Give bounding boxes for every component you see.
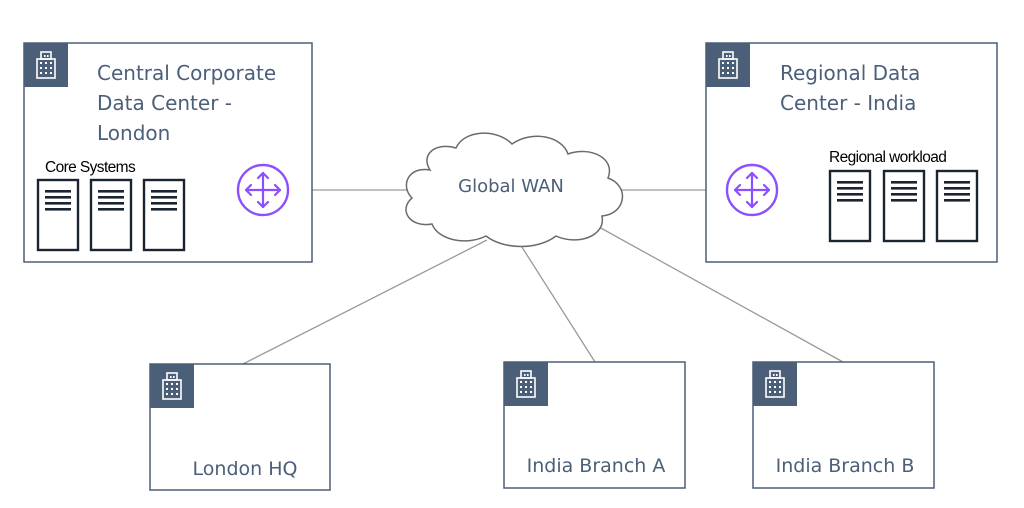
link-wan-london-hq (242, 239, 488, 365)
server-group-label: Regional workload (829, 149, 946, 166)
site-london-data-center: Central Corporate Data Center - London C… (23, 42, 313, 263)
site-label: India Branch B (776, 455, 915, 477)
office-building-icon (149, 363, 195, 409)
link-wan-india-branch-a (519, 243, 596, 363)
server-icon (89, 178, 133, 252)
server-icon (882, 169, 926, 243)
server-group-label: Core Systems (45, 159, 136, 176)
svg-text:Central Corporate Data C: Central Corporate Data Center - London (97, 61, 283, 145)
site-title-line: London (97, 121, 170, 145)
router-icon (725, 163, 779, 217)
office-building-icon (752, 361, 798, 407)
server-icon (36, 178, 80, 252)
site-india-data-center: Regional Data Center - India Regional wo… (705, 42, 998, 263)
site-india-branch-a: India Branch A (503, 361, 686, 489)
site-title-line: Center - India (780, 91, 916, 115)
site-india-branch-b: India Branch B (752, 361, 935, 489)
site-london-hq: London HQ (149, 363, 331, 491)
site-label: India Branch A (527, 455, 666, 477)
global-wan: Global WAN (405, 132, 624, 248)
office-building-icon (503, 361, 549, 407)
svg-text:Regional Data Center - I: Regional Data Center - India (780, 61, 927, 115)
site-title-line: Regional Data (780, 61, 920, 85)
site-label: London HQ (193, 458, 298, 480)
site-title-line: Central Corporate (97, 61, 276, 85)
office-building-icon (23, 42, 69, 88)
site-title-line: Data Center - (97, 91, 232, 115)
network-links (242, 189, 844, 365)
router-icon (236, 163, 290, 217)
link-wan-india-branch-b (589, 221, 844, 363)
server-icon (828, 169, 872, 243)
wan-label: Global WAN (458, 176, 564, 197)
office-building-icon (705, 42, 751, 88)
server-icon (142, 178, 186, 252)
server-icon (935, 169, 979, 243)
cloud-icon (405, 132, 624, 248)
